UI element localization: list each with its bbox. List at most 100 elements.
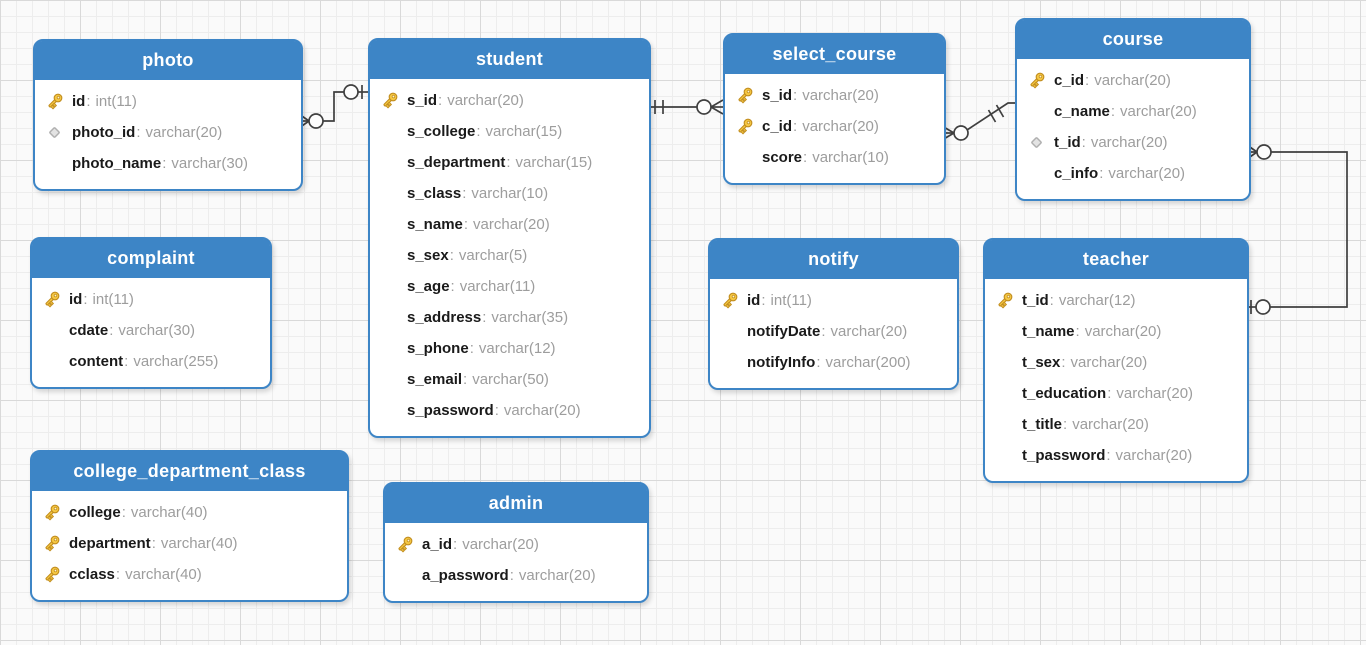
field-row-t_name[interactable]: t_name:varchar(20) — [985, 316, 1239, 347]
field-name: score — [762, 149, 803, 166]
field-row-s_email[interactable]: s_email:varchar(50) — [370, 364, 641, 395]
field-row-t_id[interactable]: t_id:varchar(20) — [1017, 127, 1241, 158]
field-row-id[interactable]: id:int(11) — [35, 86, 293, 117]
field-row-s_password[interactable]: s_password:varchar(20) — [370, 395, 641, 426]
field-row-c_id[interactable]: c_id:varchar(20) — [1017, 65, 1241, 96]
primary-key-icon — [1025, 71, 1047, 90]
relationship-photo-student[interactable] — [298, 84, 368, 129]
table-header-complaint[interactable]: complaint — [32, 239, 270, 278]
field-row-s_id[interactable]: s_id:varchar(20) — [725, 80, 936, 111]
field-row-s_phone[interactable]: s_phone:varchar(12) — [370, 333, 641, 364]
primary-key-icon — [393, 535, 415, 554]
table-header-student[interactable]: student — [370, 40, 649, 79]
table-college_department_class[interactable]: college_department_class college:varchar… — [30, 450, 349, 602]
table-photo[interactable]: photo id:int(11) photo_id:varchar(20)pho… — [33, 39, 303, 191]
field-name: t_education — [1022, 385, 1107, 402]
table-select_course[interactable]: select_course s_id:varchar(20) c_id:varc… — [723, 33, 946, 185]
table-header-select_course[interactable]: select_course — [725, 35, 944, 74]
field-row-s_class[interactable]: s_class:varchar(10) — [370, 178, 641, 209]
field-row-s_department[interactable]: s_department:varchar(15) — [370, 147, 641, 178]
table-course[interactable]: course c_id:varchar(20)c_name:varchar(20… — [1015, 18, 1251, 201]
table-complaint[interactable]: complaint id:int(11)cdate:varchar(30)con… — [30, 237, 272, 389]
field-row-photo_name[interactable]: photo_name:varchar(30) — [35, 148, 293, 179]
field-type: varchar(10) — [812, 149, 889, 166]
table-admin[interactable]: admin a_id:varchar(20)a_password:varchar… — [383, 482, 649, 603]
field-type: varchar(20) — [1108, 165, 1186, 182]
field-row-s_sex[interactable]: s_sex:varchar(5) — [370, 240, 641, 271]
field-row-college[interactable]: college:varchar(40) — [32, 497, 339, 528]
field-row-score[interactable]: score:varchar(10) — [725, 142, 936, 173]
field-name: cdate — [69, 322, 109, 339]
field-row-t_id[interactable]: t_id:varchar(12) — [985, 285, 1239, 316]
field-type: int(11) — [770, 292, 812, 309]
field-row-s_age[interactable]: s_age:varchar(11) — [370, 271, 641, 302]
field-row-notifyInfo[interactable]: notifyInfo:varchar(200) — [710, 347, 949, 378]
table-header-course[interactable]: course — [1017, 20, 1249, 59]
field-row-t_password[interactable]: t_password:varchar(20) — [985, 440, 1239, 471]
field-name: t_id — [1054, 134, 1081, 151]
field-row-id[interactable]: id:int(11) — [710, 285, 949, 316]
field-row-id[interactable]: id:int(11) — [32, 284, 262, 315]
field-name: t_name — [1022, 323, 1075, 340]
table-field-list: college:varchar(40) department:varchar(4… — [32, 491, 347, 600]
field-row-c_name[interactable]: c_name:varchar(20) — [1017, 96, 1241, 127]
field-separator: : — [1063, 416, 1068, 433]
field-name: photo_id — [72, 124, 136, 141]
field-separator: : — [438, 92, 443, 109]
primary-key-icon — [40, 534, 62, 553]
table-header-admin[interactable]: admin — [385, 484, 647, 523]
field-row-cdate[interactable]: cdate:varchar(30) — [32, 315, 262, 346]
field-row-a_id[interactable]: a_id:varchar(20) — [385, 529, 639, 560]
field-separator: : — [463, 216, 469, 233]
relationship-select_course-course[interactable] — [941, 102, 1015, 141]
table-teacher[interactable]: teacher t_id:varchar(12)t_name:varchar(2… — [983, 238, 1249, 483]
primary-key-icon — [993, 291, 1015, 310]
field-name: id — [72, 93, 86, 110]
field-name: t_password — [1022, 447, 1106, 464]
field-row-notifyDate[interactable]: notifyDate:varchar(20) — [710, 316, 949, 347]
field-row-photo_id[interactable]: photo_id:varchar(20) — [35, 117, 293, 148]
field-name: content — [69, 353, 124, 370]
table-header-college_department_class[interactable]: college_department_class — [32, 452, 347, 491]
table-title: course — [1102, 29, 1164, 49]
table-field-list: id:int(11)cdate:varchar(30)content:varch… — [32, 278, 270, 387]
field-row-s_id[interactable]: s_id:varchar(20) — [370, 85, 641, 116]
primary-key-icon — [733, 117, 755, 136]
table-header-teacher[interactable]: teacher — [985, 240, 1247, 279]
field-row-s_name[interactable]: s_name:varchar(20) — [370, 209, 641, 240]
field-name: t_id — [1022, 292, 1049, 309]
primary-key-icon — [40, 290, 62, 309]
field-row-s_college[interactable]: s_college:varchar(15) — [370, 116, 641, 147]
table-header-photo[interactable]: photo — [35, 41, 301, 80]
field-row-department[interactable]: department:varchar(40) — [32, 528, 339, 559]
field-type: varchar(20) — [802, 118, 879, 135]
table-field-list: id:int(11)notifyDate:varchar(20)notifyIn… — [710, 279, 957, 388]
field-name: s_email — [407, 371, 463, 388]
field-separator: : — [509, 567, 514, 584]
table-student[interactable]: student s_id:varchar(20)s_college:varcha… — [368, 38, 651, 438]
relationship-course-teacher[interactable] — [1245, 144, 1348, 315]
table-notify[interactable]: notify id:int(11)notifyDate:varchar(20)n… — [708, 238, 959, 390]
field-row-t_sex[interactable]: t_sex:varchar(20) — [985, 347, 1239, 378]
field-row-t_title[interactable]: t_title:varchar(20) — [985, 409, 1239, 440]
field-name: id — [69, 291, 83, 308]
field-row-c_id[interactable]: c_id:varchar(20) — [725, 111, 936, 142]
field-type: varchar(20) — [473, 216, 550, 233]
field-name: notifyInfo — [747, 354, 816, 371]
field-row-s_address[interactable]: s_address:varchar(35) — [370, 302, 641, 333]
relationship-student-select_course[interactable] — [647, 99, 724, 115]
field-row-a_password[interactable]: a_password:varchar(20) — [385, 560, 639, 591]
field-row-cclass[interactable]: cclass:varchar(40) — [32, 559, 339, 590]
primary-key-icon — [40, 503, 62, 522]
field-row-content[interactable]: content:varchar(255) — [32, 346, 262, 377]
field-separator: : — [1106, 447, 1111, 464]
table-title: complaint — [107, 248, 195, 268]
field-separator: : — [462, 185, 467, 202]
field-row-t_education[interactable]: t_education:varchar(20) — [985, 378, 1239, 409]
table-header-notify[interactable]: notify — [710, 240, 957, 279]
primary-key-icon — [733, 86, 755, 105]
field-name: s_id — [762, 87, 793, 104]
field-name: s_age — [407, 278, 450, 295]
field-row-c_info[interactable]: c_info:varchar(20) — [1017, 158, 1241, 189]
table-field-list: s_id:varchar(20)s_college:varchar(15)s_d… — [370, 79, 649, 436]
